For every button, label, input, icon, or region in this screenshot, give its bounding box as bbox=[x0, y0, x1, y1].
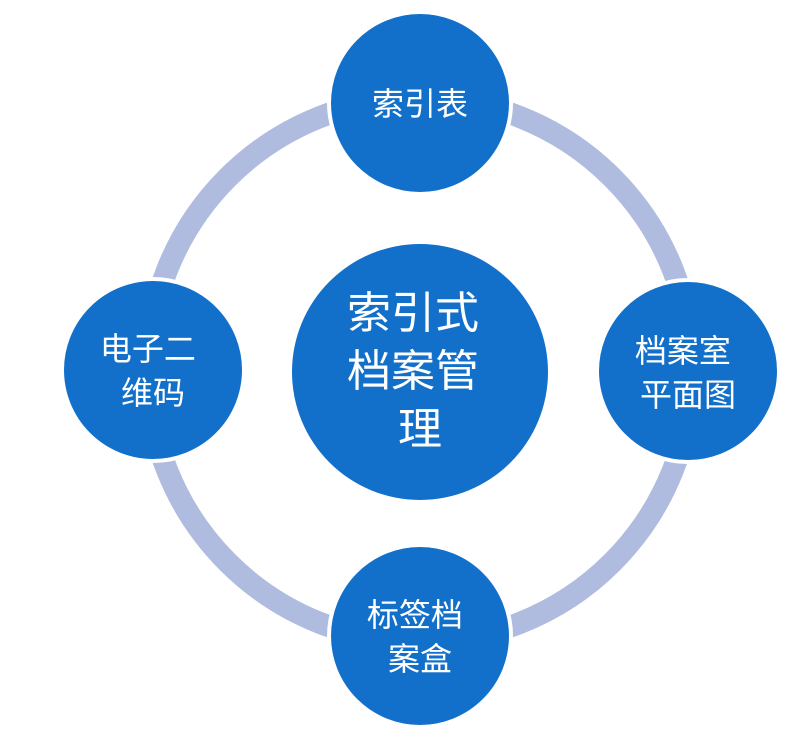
node-right-circle bbox=[595, 278, 781, 464]
node-top-label-line-1: 索引表 bbox=[372, 85, 468, 123]
center-label-line-1: 索引式 bbox=[347, 288, 479, 339]
node-top-label: 索引表 bbox=[372, 85, 468, 123]
node-bottom: 标签档 案盒 bbox=[327, 543, 513, 729]
center-node-label: 索引式 档案管 理 bbox=[347, 288, 493, 455]
node-top: 索引表 bbox=[327, 10, 513, 196]
node-bottom-label-line-2: 案盒 bbox=[388, 640, 452, 678]
center-node-circle bbox=[292, 244, 548, 500]
node-right-label-line-2: 平面图 bbox=[640, 376, 736, 414]
node-right: 档案室 平面图 bbox=[595, 278, 781, 464]
node-right-label-line-1: 档案室 bbox=[635, 332, 731, 370]
node-bottom-label-line-1: 标签档 bbox=[367, 596, 463, 634]
node-left: 电子二 维码 bbox=[60, 277, 246, 463]
center-label-line-2: 档案管 bbox=[347, 346, 479, 397]
node-left-label-line-1: 电子二 bbox=[100, 330, 196, 368]
node-bottom-circle bbox=[327, 543, 513, 729]
node-right-label: 档案室 平面图 bbox=[635, 332, 741, 414]
node-left-label: 电子二 维码 bbox=[100, 330, 206, 412]
node-top-circle bbox=[327, 10, 513, 196]
node-left-label-line-2: 维码 bbox=[121, 374, 185, 412]
center-node: 索引式 档案管 理 bbox=[292, 244, 548, 500]
node-bottom-label: 标签档 案盒 bbox=[367, 596, 473, 678]
node-left-circle bbox=[60, 277, 246, 463]
center-label-line-3: 理 bbox=[398, 404, 442, 455]
